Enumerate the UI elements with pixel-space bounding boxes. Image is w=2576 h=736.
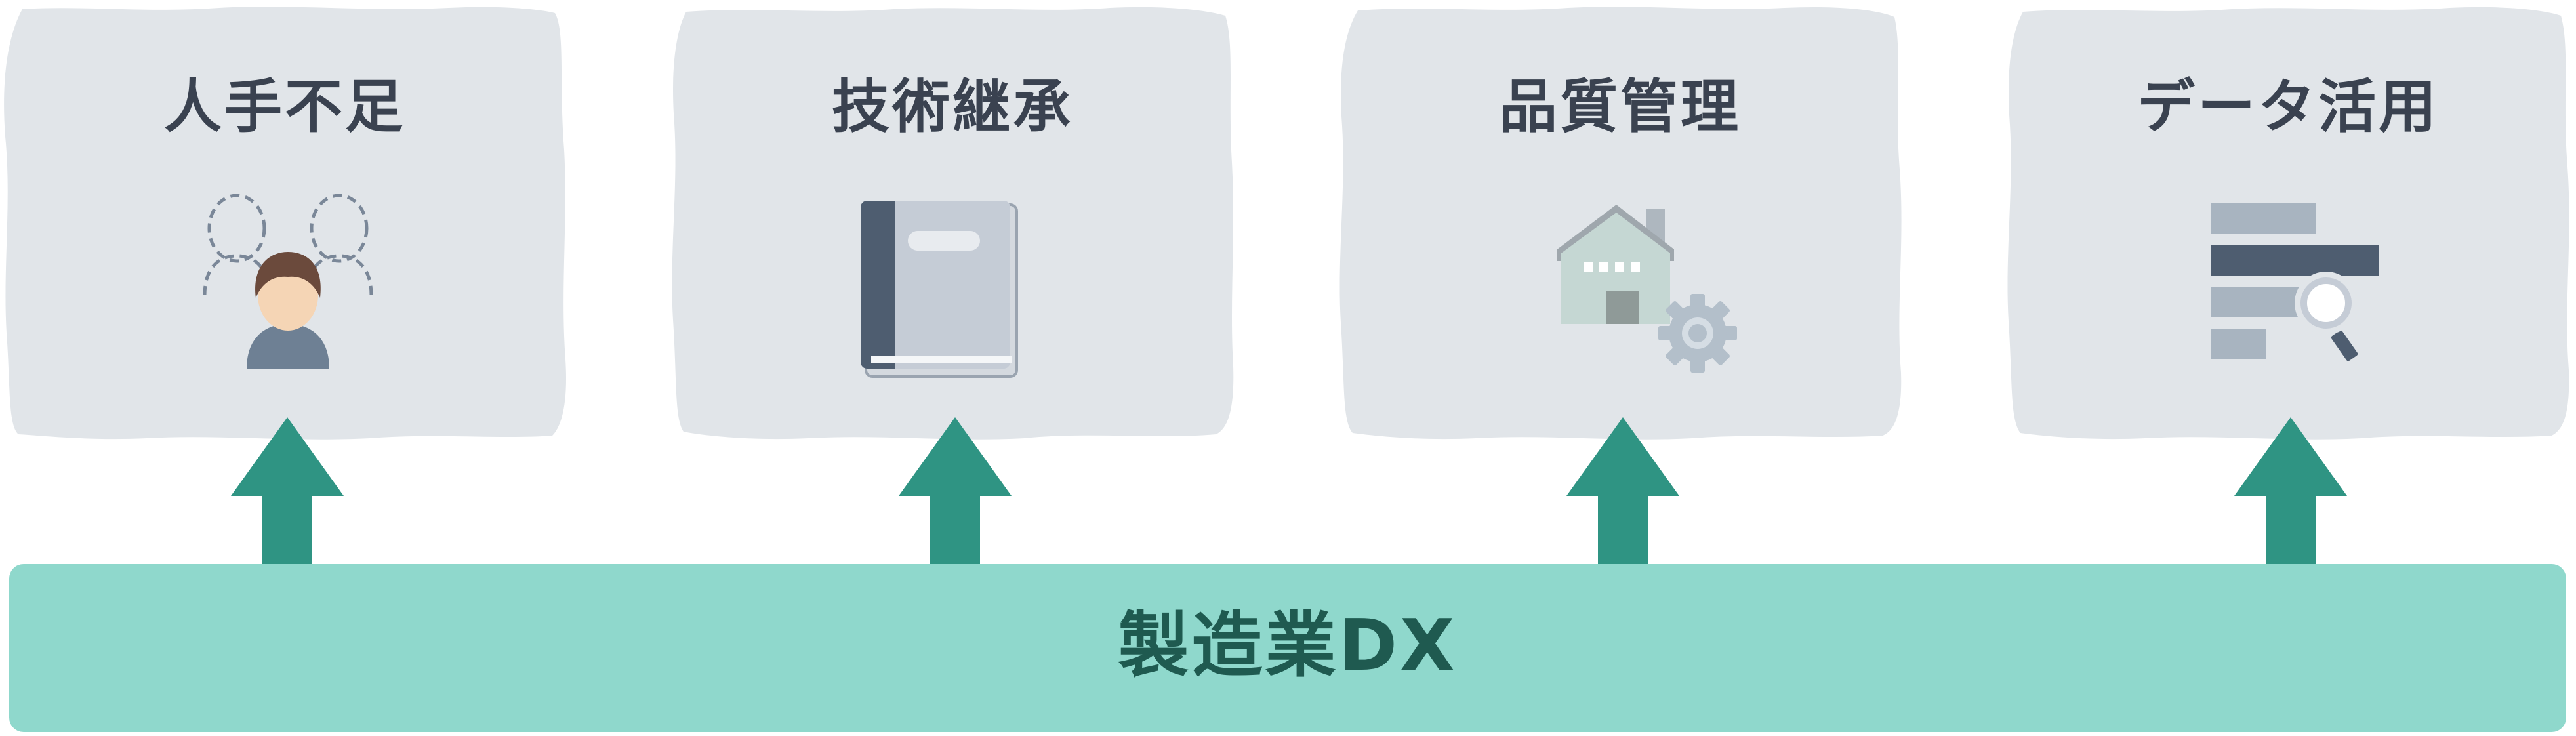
card-background [4,7,567,440]
card-title: データ活用 [2136,73,2439,140]
card-quality-control: 品質管理 [1338,5,1902,440]
card-title: 人手不足 [163,73,405,140]
data-search-icon [2211,203,2379,361]
arrow-up-4 [2234,417,2347,565]
card-data-utilization: データ活用 [2006,5,2570,440]
base-label: 製造業DX [1118,605,1458,687]
arrow-up-1 [231,417,344,565]
factory-gear-icon [1557,205,1737,373]
arrow-up-2 [899,417,1012,565]
card-title: 品質管理 [1499,73,1741,140]
manufacturing-dx-base: 製造業DX [9,564,2566,732]
book-icon [861,201,1018,378]
card-labor-shortage: 人手不足 [3,5,567,440]
card-skill-transfer: 技術継承 [670,5,1235,440]
people-shortage-icon [203,194,373,369]
arrow-up-3 [1566,417,1679,565]
card-title: 技術継承 [831,73,1073,140]
